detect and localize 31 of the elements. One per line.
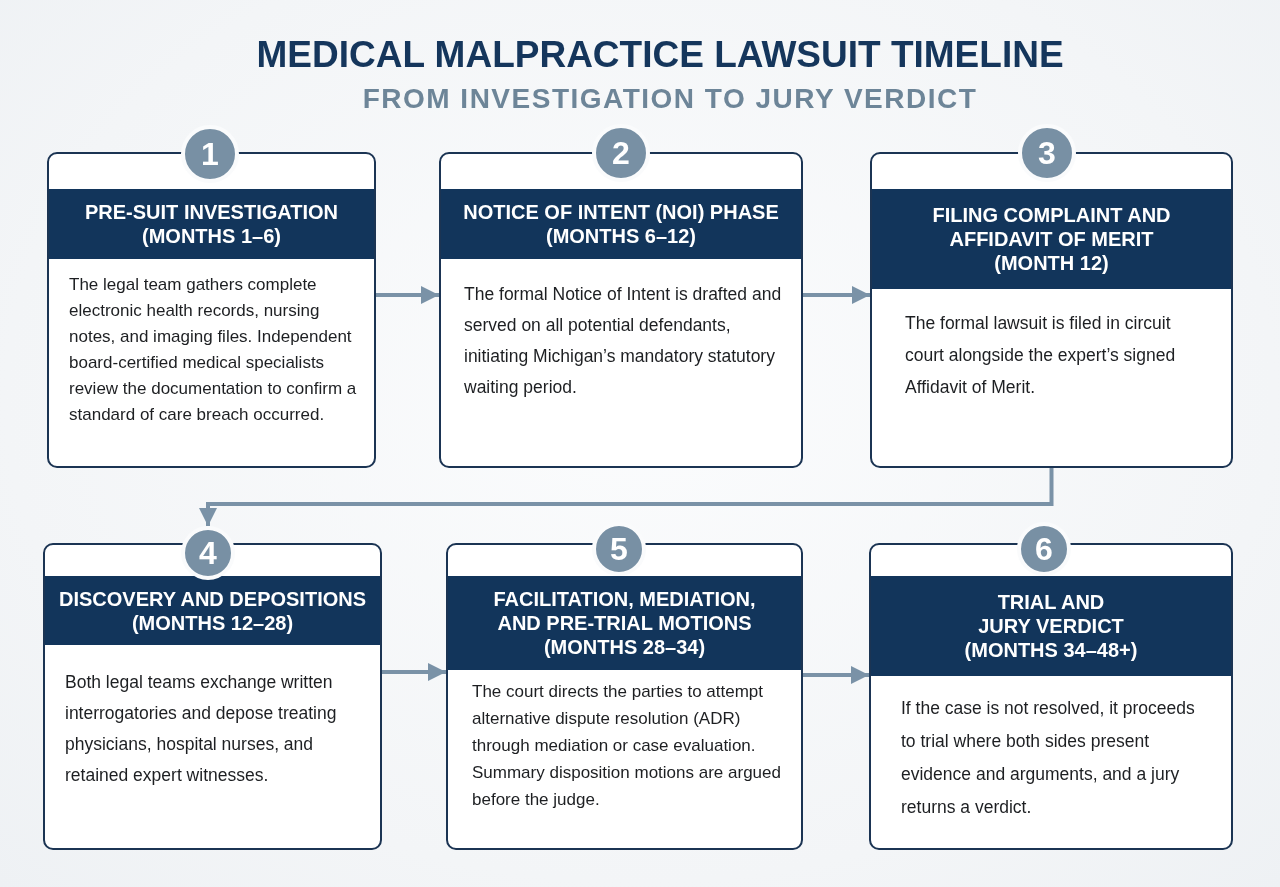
step-title: NOTICE OF INTENT (NOI) PHASE — [463, 200, 779, 224]
diagram-title: MEDICAL MALPRACTICE LAWSUIT TIMELINE — [255, 33, 1065, 77]
step-description: The formal Notice of Intent is drafted and served on all potential defendants, initiating Michigan’s mandatory statutory waiting period. — [464, 283, 783, 399]
step-description: The legal team gathers complete electronic health records, nursing notes, and imaging files. Independent board-certified medical specialists review the documentation to confirm a standard of care breach occurred. — [69, 274, 358, 426]
step-title: FILING COMPLAINT AND AFFIDAVIT OF MERIT — [931, 203, 1172, 251]
step-title: TRIAL AND JURY VERDICT — [977, 590, 1125, 638]
step-card — [43, 543, 382, 850]
step-period: (MONTHS 28–34) — [543, 635, 706, 659]
connector-arrow — [382, 663, 446, 681]
connector-arrow — [803, 666, 869, 684]
diagram-subtitle: FROM INVESTIGATION TO JURY VERDICT — [361, 82, 979, 116]
step-description: The court directs the parties to attempt alternative dispute resolution (ADR) through mediation or case evaluation. Summary disposition motions are argued before the judge. — [472, 681, 782, 811]
connector-arrow — [376, 286, 439, 304]
step-period: (MONTH 12) — [994, 251, 1109, 275]
step-period: (MONTHS 6–12) — [546, 224, 696, 248]
step-period: (MONTHS 34–48+) — [964, 638, 1138, 662]
connector-arrow — [803, 286, 870, 304]
step-number-circle: 4 — [181, 526, 235, 580]
step-title: DISCOVERY AND DEPOSITIONS — [58, 586, 367, 611]
step-period: (MONTHS 1–6) — [142, 224, 281, 248]
step-description: Both legal teams exchange written interrogatories and depose treating physicians, hospital nurses, and retained expert witnesses. — [65, 671, 338, 787]
step-title: FACILITATION, MEDIATION, AND PRE-TRIAL MOTIONS — [492, 587, 757, 635]
step-number-circle: 3 — [1018, 124, 1076, 182]
step-number-circle: 1 — [181, 125, 239, 183]
step-number-circle: 6 — [1017, 522, 1071, 576]
elbow-arrow — [199, 468, 1054, 526]
step-period: (MONTHS 12–28) — [131, 610, 294, 635]
step-number-circle: 2 — [592, 124, 650, 182]
step-description: If the case is not resolved, it proceeds to trial where both sides present evidence and arguments, and a jury returns a verdict. — [901, 697, 1196, 819]
step-title: PRE-SUIT INVESTIGATION — [85, 200, 338, 224]
step-description: The formal lawsuit is filed in circuit court alongside the expert’s signed Affidavit of Merit. — [905, 312, 1177, 399]
